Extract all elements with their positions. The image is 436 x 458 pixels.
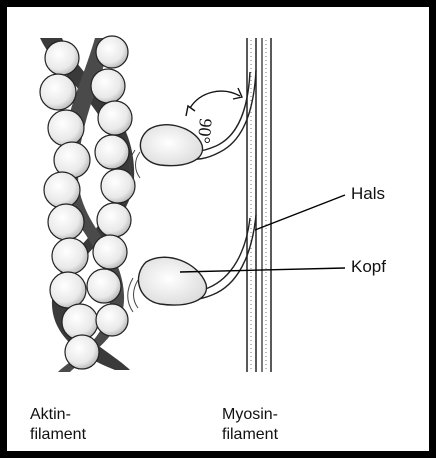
- myosin-label-line2: filament: [222, 425, 278, 445]
- aktin-filament-label: Aktin- filament: [30, 405, 86, 445]
- myosin-label-line1: Myosin-: [222, 405, 278, 425]
- myosin-filament-label: Myosin- filament: [222, 405, 278, 445]
- aktin-label-line2: filament: [30, 425, 86, 445]
- angle-label: 90°: [194, 118, 216, 145]
- kopf-label: Kopf: [351, 257, 386, 277]
- rotation-arc: [186, 88, 242, 116]
- myosin-head-lower: [138, 215, 256, 305]
- myosin-filament: [247, 38, 271, 372]
- hals-leader-line: [255, 195, 345, 230]
- aktin-label-line1: Aktin-: [30, 405, 86, 425]
- hals-label: Hals: [351, 184, 385, 204]
